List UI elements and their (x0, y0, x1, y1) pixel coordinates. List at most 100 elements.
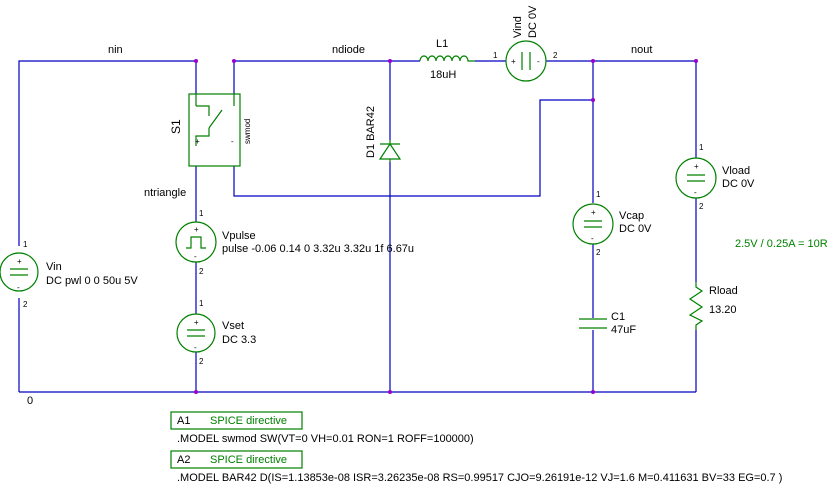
c1-name: C1 (611, 311, 625, 323)
source-vin[interactable]: + - 1 2 Vin DC pwl 0 0 50u 5V (0, 240, 138, 309)
junction-dot (388, 59, 392, 63)
vind-value: DC 0V (527, 5, 539, 38)
junctions (194, 59, 698, 394)
diode-label: D1 BAR42 (365, 106, 377, 158)
junction-dot (232, 59, 236, 63)
pin-number: 1 (596, 190, 601, 199)
rload-value: 13.20 (709, 304, 737, 316)
vcap-name: Vcap (619, 210, 644, 222)
net-label-ground: 0 (27, 395, 33, 407)
net-label-ndiode: ndiode (332, 44, 365, 56)
pin-number: 2 (199, 267, 204, 276)
pin-number: 2 (699, 202, 704, 211)
diode-triangle (378, 142, 402, 160)
directive-box (170, 411, 303, 430)
source-plus-sign: + (511, 57, 516, 66)
pin-number: 1 (699, 143, 704, 152)
pin-number: 1 (199, 299, 204, 308)
junction-dot (591, 98, 595, 102)
junction-dot (591, 59, 595, 63)
directive-name: A2 (177, 454, 190, 466)
switch-minus-sign: - (231, 137, 234, 146)
source-plus-sign: + (591, 208, 596, 217)
resistor-rload[interactable]: Rload 13.20 (688, 282, 738, 330)
junction-dot (194, 59, 198, 63)
source-minus-sign: - (17, 283, 20, 292)
directive-box (170, 450, 303, 469)
source-plus-sign: + (194, 318, 199, 327)
directive-type: SPICE directive (210, 454, 287, 466)
switch-body (188, 93, 241, 167)
vpulse-name: Vpulse (222, 230, 256, 242)
source-body (176, 313, 216, 353)
vin-name: Vin (46, 261, 62, 273)
pin-number: 2 (199, 357, 204, 366)
rload-name: Rload (709, 285, 738, 297)
pin-number: 1 (23, 240, 28, 249)
directive-type: SPICE directive (210, 415, 287, 427)
diode-d1[interactable]: D1 BAR42 (365, 106, 402, 162)
switch-model: swmod (243, 119, 252, 144)
inductor-value: 18uH (430, 69, 456, 81)
source-vset[interactable]: + - 1 2 Vset DC 3.3 (176, 299, 256, 366)
vset-value: DC 3.3 (222, 334, 256, 346)
vin-value: DC pwl 0 0 50u 5V (46, 275, 138, 287)
pin-number: 2 (553, 51, 558, 60)
load-annotation: 2.5V / 0.25A = 10R (735, 238, 828, 250)
vind-name: Vind (512, 16, 524, 38)
switch-contact (196, 105, 210, 116)
wire-switch-control (233, 99, 593, 197)
source-vpulse[interactable]: + - 1 2 Vpulse pulse -0.06 0.14 0 3.32u … (175, 209, 414, 276)
vload-name: Vload (722, 165, 750, 177)
source-body (175, 221, 217, 263)
switch-contact (195, 128, 210, 146)
pin-number: 2 (23, 300, 28, 309)
inductor-coil (419, 55, 475, 62)
directive-name: A1 (177, 415, 190, 427)
spice-directive-a2[interactable]: A2 SPICE directive .MODEL BAR42 D(IS=1.1… (170, 450, 782, 484)
wire-ndiode (233, 60, 420, 94)
inductor-l1[interactable]: L1 18uH (419, 38, 475, 81)
wire-nout (546, 60, 697, 158)
vset-name: Vset (222, 320, 244, 332)
capacitor-c1[interactable]: C1 47uF (579, 311, 636, 336)
vpulse-value: pulse -0.06 0.14 0 3.32u 3.32u 1f 6.67u (222, 243, 414, 255)
pin-number: 1 (493, 51, 498, 60)
junction-dot (694, 59, 698, 63)
source-body (675, 157, 717, 199)
source-plus-sign: + (194, 225, 199, 234)
net-label-ntriangle: ntriangle (144, 187, 186, 199)
inductor-name: L1 (436, 38, 448, 50)
pulse-waveform-icon (186, 236, 206, 249)
net-label-nout: nout (631, 44, 652, 56)
resistor-zigzag (688, 282, 704, 330)
switch-blade (208, 109, 223, 129)
switch-s1[interactable]: + - S1 swmod (169, 93, 252, 167)
wire-nin (18, 60, 197, 246)
source-vcap[interactable]: + - 1 2 Vcap DC 0V (572, 190, 652, 257)
switch-plus-sign: + (195, 137, 200, 146)
source-body (0, 252, 39, 292)
junction-dot (591, 390, 595, 394)
source-vind[interactable]: + - 1 2 Vind DC 0V (493, 5, 558, 82)
vload-value: DC 0V (722, 178, 755, 190)
c1-value: 47uF (611, 324, 636, 336)
source-plus-sign: + (17, 257, 22, 266)
source-minus-sign: - (194, 343, 197, 352)
source-minus-sign: - (591, 234, 594, 243)
source-body (572, 203, 614, 245)
source-minus-sign: - (694, 188, 697, 197)
source-minus-sign: - (194, 252, 197, 261)
source-vload[interactable]: + - 1 2 Vload DC 0V (675, 143, 755, 211)
switch-name: S1 (169, 119, 183, 134)
directive-text: .MODEL swmod SW(VT=0 VH=0.01 RON=1 ROFF=… (177, 433, 474, 445)
directive-text: .MODEL BAR42 D(IS=1.13853e-08 ISR=3.2623… (177, 472, 782, 484)
pin-number: 1 (199, 209, 204, 218)
source-minus-sign: - (537, 57, 540, 66)
vcap-value: DC 0V (619, 223, 652, 235)
spice-directive-a1[interactable]: A1 SPICE directive .MODEL swmod SW(VT=0 … (170, 411, 474, 445)
net-label-nin: nin (108, 44, 123, 56)
junction-dot (388, 390, 392, 394)
